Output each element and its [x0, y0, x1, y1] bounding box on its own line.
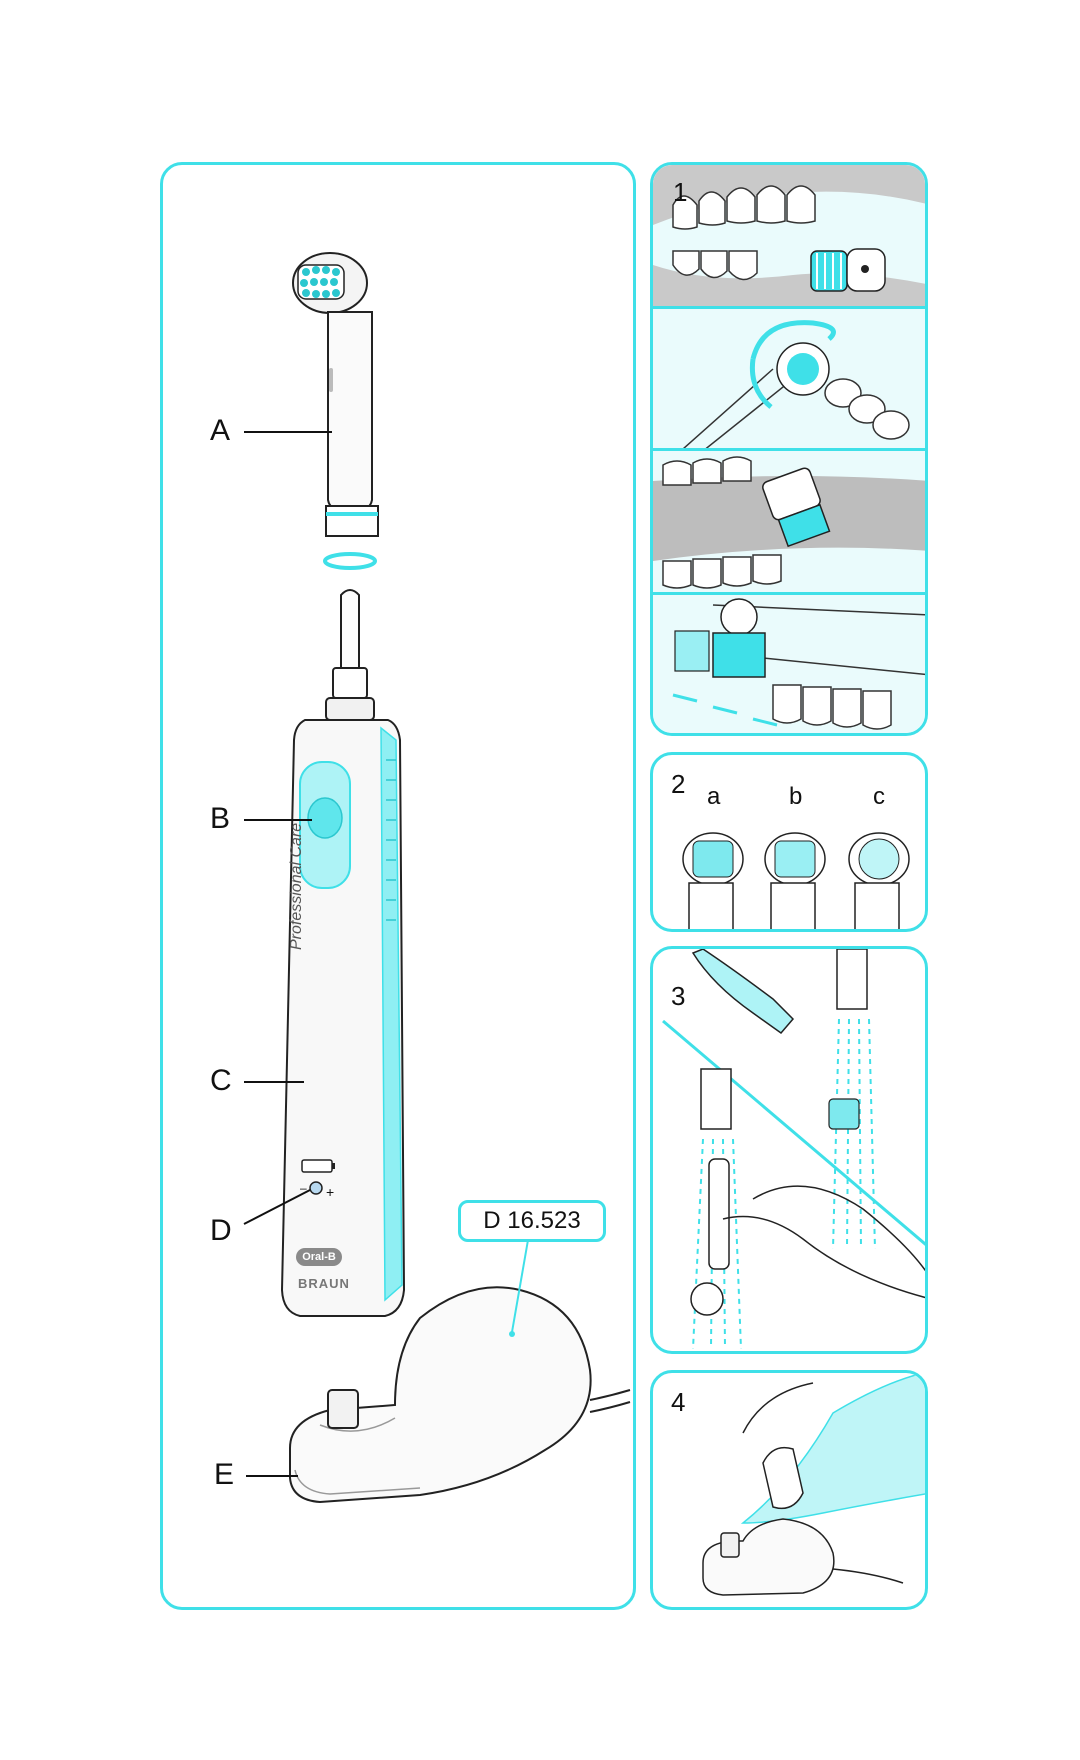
brush-head-attachment: [292, 252, 379, 570]
option-a-label: a: [707, 783, 721, 810]
step1-teeth-view: 1: [653, 165, 925, 309]
handle-body: [280, 719, 406, 1317]
brush-head-a-graphic: [682, 832, 744, 929]
step3-rinsing-panel: 3: [650, 946, 928, 1354]
handle-under-tap-graphic: [691, 949, 876, 1250]
step1-brushing-view: [653, 451, 925, 595]
oralb-logo: Oral-B: [296, 1248, 342, 1266]
braun-logo: BRAUN: [298, 1276, 350, 1291]
label-e: E: [214, 1458, 235, 1491]
step2-brush-head-types-panel: 2 a b c: [650, 752, 928, 932]
step4-cleaning-charger-panel: 4: [650, 1370, 928, 1610]
step1-rotation-view: [653, 309, 925, 451]
option-c-label: c: [873, 783, 885, 810]
brush-head-b-graphic: [764, 832, 826, 929]
step4-number: 4: [671, 1387, 686, 1417]
label-c: C: [210, 1064, 232, 1097]
step1-sequence-view: [653, 595, 925, 733]
leader-line-c: [244, 1081, 304, 1083]
step3-number: 3: [671, 981, 686, 1011]
battery-plus-sign: +: [326, 1184, 335, 1200]
leader-line-b: [244, 819, 312, 821]
label-a: A: [210, 414, 231, 447]
leader-line-e: [246, 1475, 298, 1477]
brush-head-c-graphic: [848, 832, 910, 929]
step1-number: 1: [673, 177, 688, 207]
drive-shaft: [325, 589, 375, 721]
option-b-label: b: [789, 783, 803, 810]
charger-base: [289, 1239, 631, 1504]
step1-brushing-panel: 1: [650, 162, 928, 736]
battery-minus-sign: –: [300, 1181, 307, 1195]
label-d: D: [210, 1214, 232, 1247]
handle-product-name: Professional Care: [288, 822, 305, 950]
leader-line-a: [244, 431, 332, 433]
brush-head-under-tap-graphic: [690, 1068, 925, 1350]
model-number-box: D 16.523: [458, 1200, 606, 1242]
label-b: B: [210, 802, 231, 835]
step2-number: 2: [671, 769, 686, 799]
